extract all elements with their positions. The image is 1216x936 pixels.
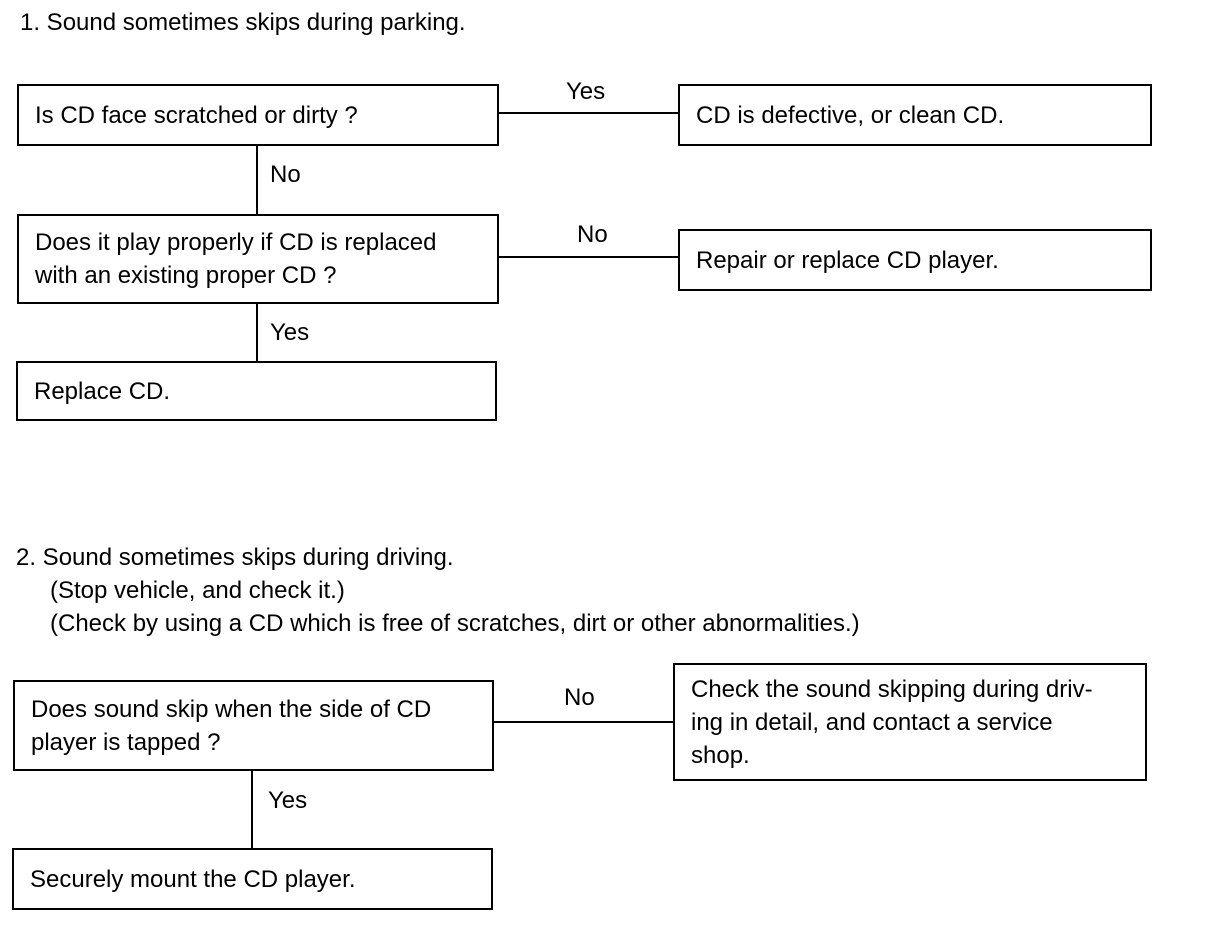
no-label: No (270, 161, 301, 188)
yes-label: Yes (268, 787, 308, 814)
connector-yes-line (251, 771, 253, 849)
result-text: CD is defective, or clean CD. (696, 101, 1005, 129)
question-text: Is CD face scratched or dirty ? (35, 101, 358, 129)
result-text-line3: shop. (691, 741, 750, 769)
connector-no-line (494, 721, 674, 723)
no-label: No (564, 684, 595, 711)
section2-note-check-cd: (Check by using a CD which is free of sc… (50, 610, 860, 637)
yes-label: Yes (270, 319, 310, 346)
result-box-mount-player: Securely mount the CD player. (12, 848, 493, 910)
question-text-line1: Does it play properly if CD is replaced (35, 229, 437, 256)
result-text: Replace CD. (34, 377, 171, 405)
result-box-repair-player: Repair or replace CD player. (678, 229, 1152, 291)
connector-yes-line (256, 304, 258, 361)
question-box-cd-scratched: Is CD face scratched or dirty ? (17, 84, 499, 146)
section2-note-stop-vehicle: (Stop vehicle, and check it.) (50, 577, 345, 604)
question-text-line2: with an existing proper CD ? (35, 262, 337, 289)
question-box-tap-player: Does sound skip when the side of CD play… (13, 680, 494, 771)
section2-heading: 2. Sound sometimes skips during driving. (16, 544, 454, 571)
connector-yes-line (499, 112, 679, 114)
connector-no-line (499, 256, 679, 258)
no-label: No (577, 221, 608, 248)
yes-label: Yes (566, 78, 606, 105)
result-box-clean-cd: CD is defective, or clean CD. (678, 84, 1152, 146)
connector-no-line (256, 146, 258, 214)
section1-heading: 1. Sound sometimes skips during parking. (20, 9, 466, 36)
result-box-replace-cd: Replace CD. (16, 361, 497, 421)
question-text-line1: Does sound skip when the side of CD (31, 695, 432, 723)
result-text-line1: Check the sound skipping during driv- (691, 675, 1093, 703)
question-text-line2: player is tapped ? (31, 728, 221, 756)
result-text: Securely mount the CD player. (30, 865, 356, 893)
question-box-replace-cd: Does it play properly if CD is replaced … (17, 214, 499, 304)
result-text: Repair or replace CD player. (696, 246, 999, 274)
result-box-contact-service: Check the sound skipping during driv- in… (673, 663, 1147, 781)
result-text-line2: ing in detail, and contact a service (691, 708, 1053, 736)
